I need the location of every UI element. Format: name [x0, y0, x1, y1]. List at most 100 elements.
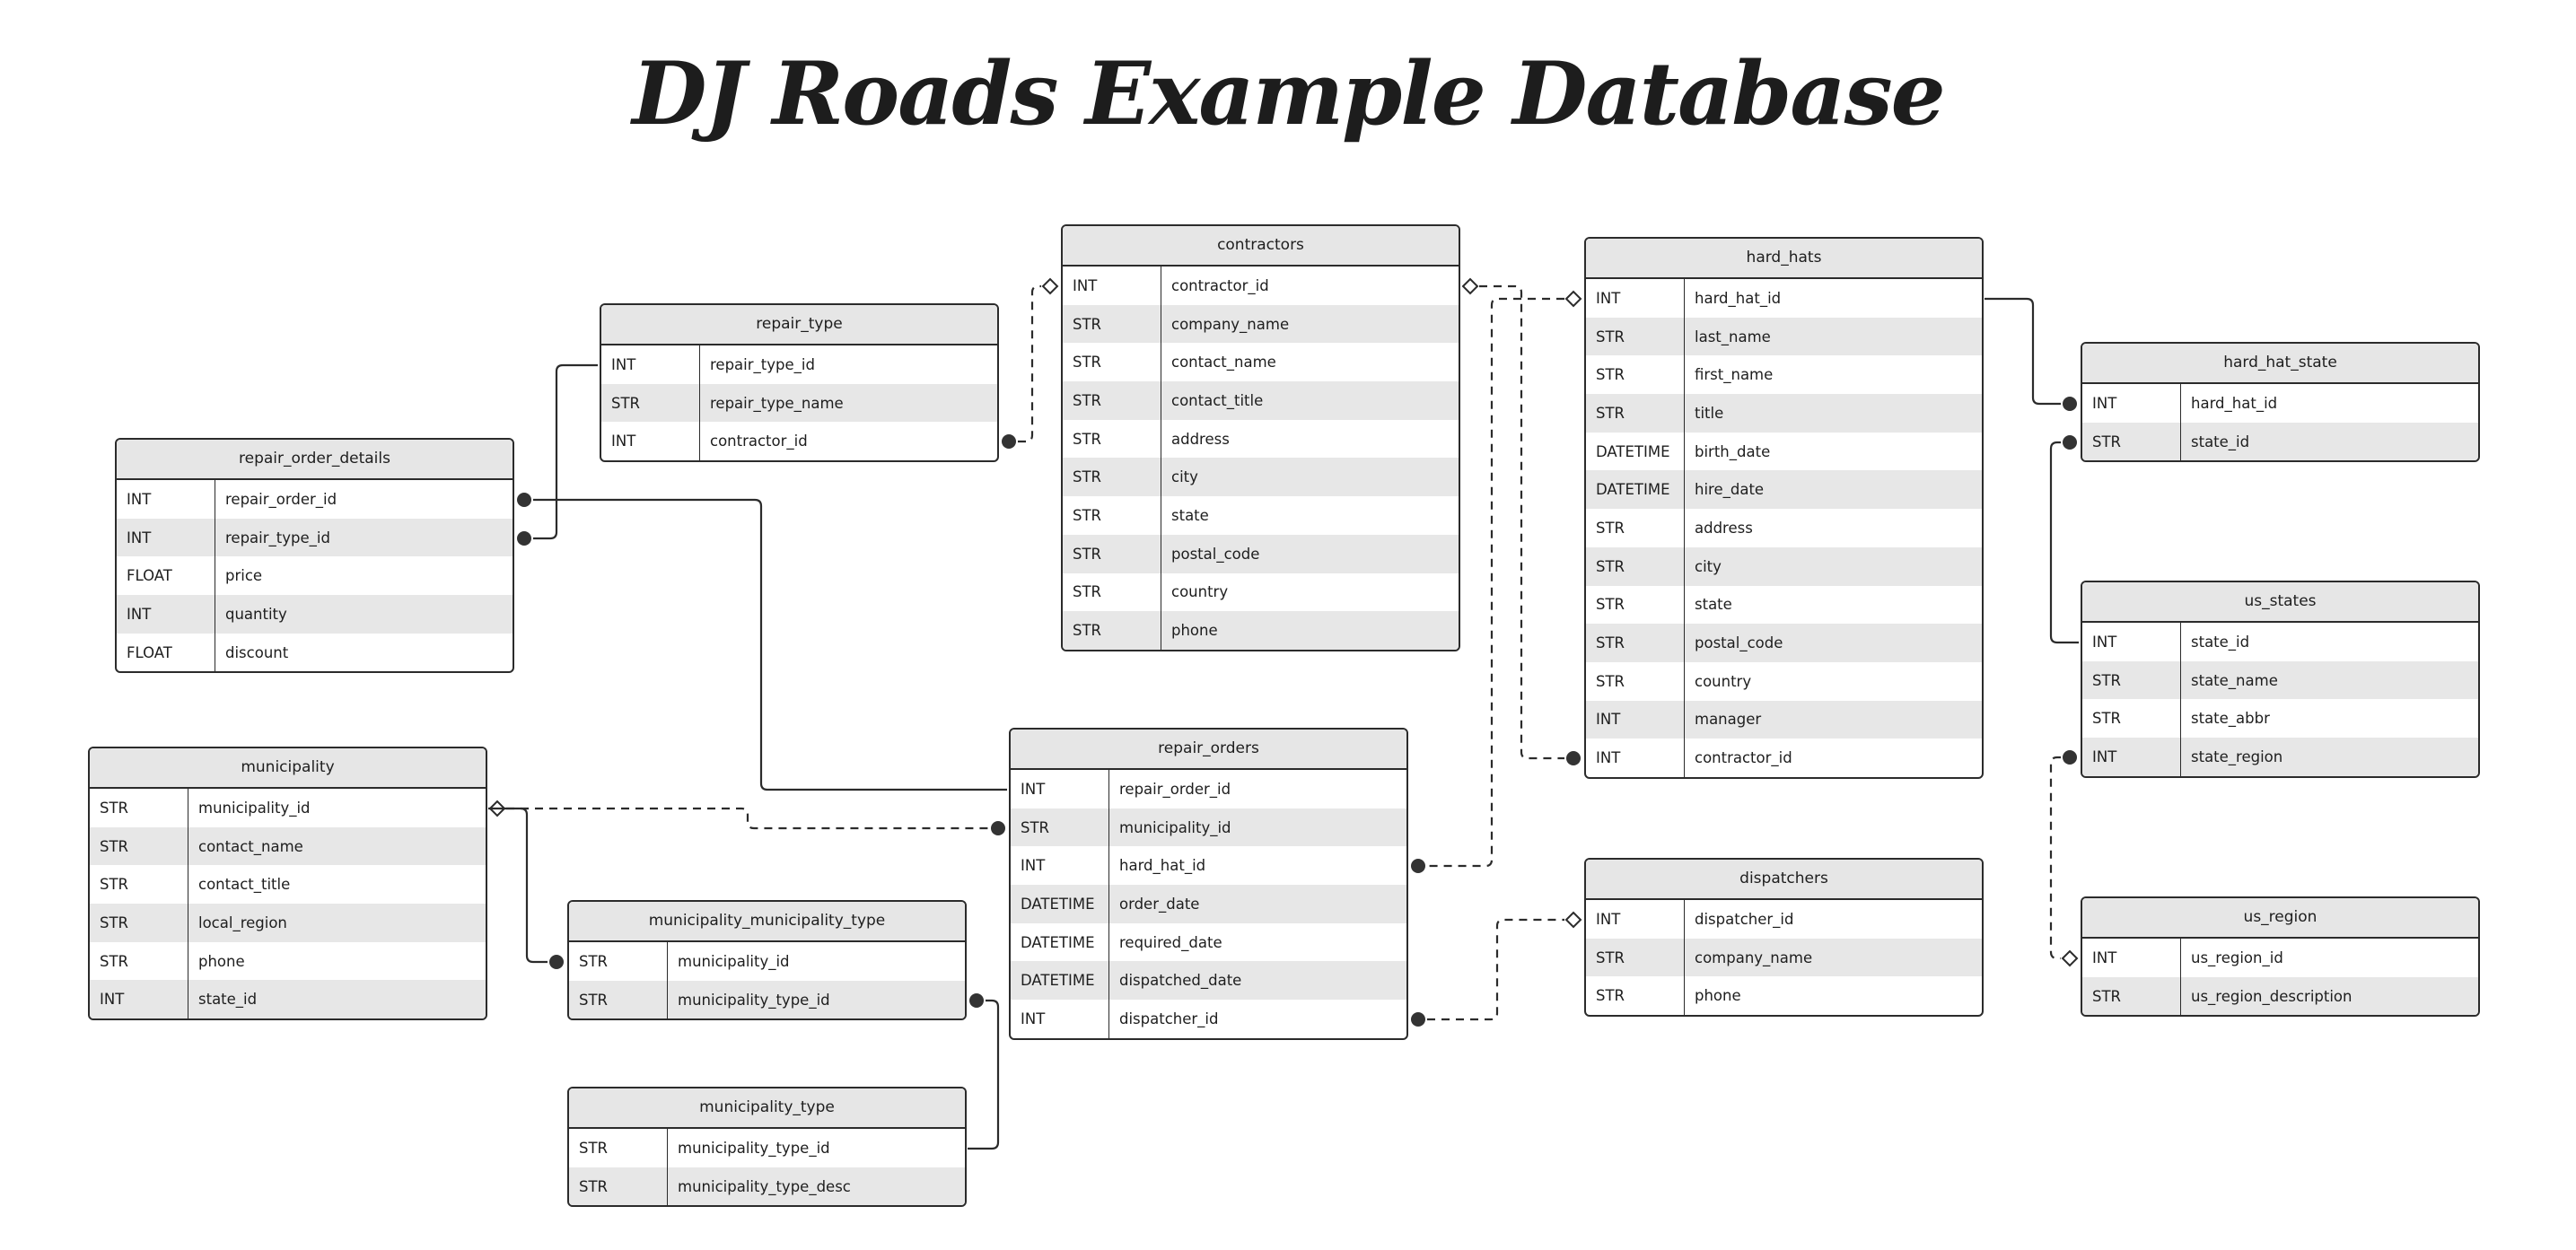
- column-type: INT: [1011, 1000, 1109, 1038]
- column-type: STR: [1586, 661, 1685, 701]
- column-type: STR: [1586, 938, 1685, 977]
- column-name: repair_type_id: [225, 529, 330, 546]
- column-type: DATETIME: [1586, 432, 1685, 471]
- relationship-hh-ro-from-endpoint-diamond: [1564, 290, 1582, 308]
- column-row-repair-order-details-repair-type-id: INT repair_type_id: [117, 518, 513, 557]
- relationship-line-mun-ro: [506, 807, 989, 830]
- relationship-mun-ro-to-endpoint-dot: [991, 821, 1005, 835]
- relationship-line-rt-rod: [533, 363, 598, 540]
- column-type: STR: [1063, 419, 1161, 459]
- column-name: local_region: [198, 913, 287, 931]
- column-name: contact_name: [1171, 354, 1276, 372]
- column-type: INT: [2082, 384, 2181, 423]
- column-name: postal_code: [1171, 545, 1260, 563]
- column-name: repair_order_id: [1119, 780, 1231, 798]
- column-row-hard-hats-city: STR city: [1586, 546, 1982, 586]
- column-type: STR: [601, 383, 700, 423]
- column-name: postal_code: [1695, 634, 1783, 652]
- column-row-municipality-type-municipality-type-desc: STR municipality_type_desc: [569, 1167, 965, 1206]
- column-type: INT: [1586, 739, 1685, 777]
- column-type: STR: [1586, 317, 1685, 356]
- column-name: repair_order_id: [225, 490, 337, 508]
- column-name: state_region: [2191, 747, 2283, 765]
- column-name: discount: [225, 643, 289, 661]
- column-type: INT: [1011, 770, 1109, 809]
- column-type: INT: [117, 595, 215, 634]
- column-name: price: [225, 567, 263, 585]
- column-type: STR: [1063, 573, 1161, 612]
- relationship-rt-con-from-endpoint-dot: [1002, 434, 1016, 449]
- column-name: us_region_description: [2191, 987, 2353, 1005]
- relationship-con-hh-from-endpoint-diamond: [1461, 277, 1479, 295]
- column-name: dispatcher_id: [1695, 910, 1794, 928]
- column-type: DATETIME: [1011, 922, 1109, 962]
- column-row-hard-hats-birth-date: DATETIME birth_date: [1586, 432, 1982, 471]
- column-type: INT: [1586, 700, 1685, 739]
- column-name: first_name: [1695, 366, 1774, 384]
- column-name: hard_hat_id: [2191, 394, 2278, 412]
- column-type: INT: [117, 518, 215, 557]
- column-type: STR: [90, 789, 188, 827]
- column-name: hard_hat_id: [1695, 289, 1782, 307]
- column-type: STR: [1063, 611, 1161, 650]
- relationship-line-us-reg: [2049, 756, 2061, 960]
- relationship-line-ro-dis: [1427, 918, 1564, 1021]
- column-name: quantity: [225, 605, 287, 623]
- column-type: STR: [1586, 509, 1685, 547]
- column-name: dispatcher_id: [1119, 1010, 1219, 1027]
- column-name: hire_date: [1695, 481, 1765, 499]
- column-type: STR: [2082, 699, 2181, 739]
- relationship-line-con-hh: [1479, 284, 1564, 760]
- column-name: contractor_id: [1171, 276, 1269, 294]
- column-type: INT: [2082, 939, 2181, 977]
- column-type: STR: [569, 1167, 668, 1206]
- relationship-ro-dis-from-endpoint-dot: [1411, 1012, 1425, 1027]
- column-name: municipality_type_desc: [678, 1177, 851, 1195]
- column-type: STR: [1586, 546, 1685, 586]
- column-name: required_date: [1119, 933, 1222, 951]
- column-name: birth_date: [1695, 442, 1771, 460]
- column-type: INT: [117, 480, 215, 519]
- table-header-hard-hat-state: hard_hat_state: [2082, 344, 2478, 384]
- column-name: municipality_id: [1119, 818, 1231, 836]
- table-header-repair-type: repair_type: [601, 305, 997, 345]
- column-type: STR: [1063, 458, 1161, 497]
- column-type: STR: [1586, 355, 1685, 395]
- column-name: contact_name: [198, 837, 303, 855]
- column-row-hard-hat-state-hard-hat-id: INT hard_hat_id: [2082, 384, 2478, 423]
- column-type: FLOAT: [117, 633, 215, 672]
- column-row-repair-orders-repair-order-id: INT repair_order_id: [1011, 770, 1406, 809]
- column-type: STR: [569, 1129, 668, 1167]
- column-name: city: [1695, 557, 1722, 575]
- column-name: repair_type_id: [710, 355, 815, 373]
- column-name: state: [1695, 596, 1732, 614]
